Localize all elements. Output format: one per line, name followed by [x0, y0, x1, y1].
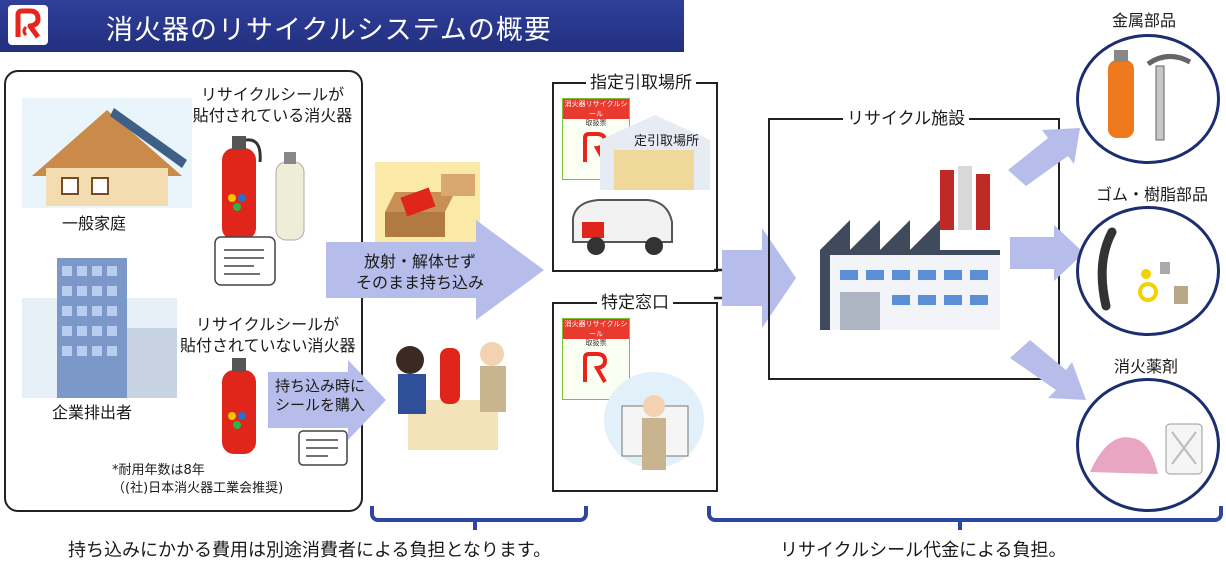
sticker-no-line2: 貼付されていない消火器: [180, 336, 356, 355]
van-illustration: [572, 199, 673, 255]
left-bracket-nub: [473, 520, 477, 530]
main-arrow-line1: 放射・解体せず: [363, 252, 476, 271]
main-flow-arrow: [326, 220, 544, 320]
purchase-line2: シールを購入: [274, 396, 365, 414]
extinguisher-illustration: [222, 136, 305, 241]
agent-label: 消火薬剤: [1114, 357, 1179, 376]
reception-scene-illustration: [396, 342, 506, 450]
to-rubber-arrow: [1010, 225, 1084, 281]
main-arrow-line2: そのまま持ち込み: [355, 273, 484, 292]
factory-illustration: [820, 166, 1000, 330]
extinguisher-no-sticker-illustration: [222, 358, 256, 454]
purchase-arrow: [268, 360, 386, 440]
office-building-illustration: [22, 258, 177, 398]
sticker-yes-line1: リサイクルシールが: [200, 85, 345, 104]
purchase-line1: 持ち込み時に: [274, 377, 365, 395]
household-label: 一般家庭: [62, 214, 127, 233]
left-bracket: [370, 506, 588, 522]
header-banner: [0, 0, 684, 52]
house-illustration: [22, 98, 192, 208]
page-title: 消火器のリサイクルシステムの概要: [106, 15, 552, 46]
warehouse-illustration: [600, 115, 710, 190]
right-bracket-nub: [958, 520, 962, 530]
to-agent-arrow: [1010, 340, 1086, 400]
business-label: 企業排出者: [52, 403, 133, 422]
right-bracket: [707, 506, 1223, 522]
warehouse-sign: 定引取場所: [634, 134, 700, 149]
to-metal-arrow: [1008, 128, 1080, 186]
recycle-logo-icon: [8, 5, 48, 45]
recycle-sticker-icon: [214, 236, 276, 286]
agent-illustration: [1090, 423, 1203, 475]
rubber-label: ゴム・樹脂部品: [1096, 185, 1209, 204]
note-line1: *耐用年数は8年: [112, 463, 205, 478]
facility-label: リサイクル施設: [843, 109, 970, 130]
metal-circle: [1076, 34, 1220, 164]
sticker-card-icon: [298, 430, 348, 466]
note-line2: （(社)日本消火器工業会推奨): [112, 481, 284, 496]
footer-right-text: リサイクルシール代金による負担。: [780, 540, 1067, 561]
footer-left-text: 持ち込みにかかる費用は別途消費者による負担となります。: [68, 540, 552, 561]
metal-label: 金属部品: [1112, 11, 1177, 30]
to-facility-arrow: [722, 228, 796, 328]
specific-point-label: 特定窓口: [597, 293, 673, 314]
metal-parts-illustration: [1108, 50, 1192, 141]
sticker-yes-line2: 貼付されている消火器: [192, 106, 353, 125]
seal-logo-icon: [583, 352, 608, 383]
shop-counter-illustration: [604, 372, 704, 470]
cardboard-box-illustration: [375, 162, 480, 242]
sticker-no-line1: リサイクルシールが: [195, 315, 340, 334]
designated-point-label: 指定引取場所: [586, 73, 696, 94]
rubber-parts-illustration: [1097, 227, 1188, 311]
